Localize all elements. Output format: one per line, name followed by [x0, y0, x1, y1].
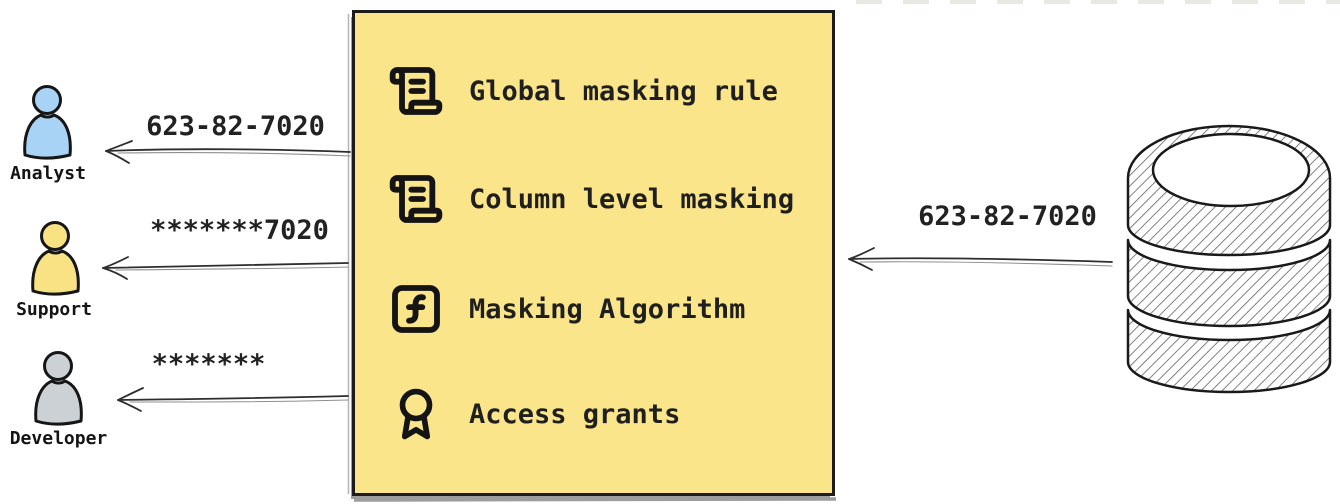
award-icon — [387, 385, 445, 443]
developer-head — [43, 351, 73, 381]
masking-rules-panel: Global masking rule Column level masking — [352, 10, 835, 496]
developer-person-icon — [34, 351, 83, 426]
function-square-icon — [387, 280, 445, 338]
box-shadow-line — [353, 497, 837, 502]
analyst-person-icon — [23, 85, 72, 160]
masking-feature-label: Access grants — [469, 398, 681, 430]
scroll-text-icon — [387, 170, 445, 228]
masking-feature-item: Access grants — [355, 386, 832, 442]
analyst-received-value: 623-82-7020 — [146, 111, 325, 142]
developer-received-value: ******* — [151, 349, 266, 380]
arrow-box-to-developer — [117, 387, 349, 412]
masking-feature-label: Column level masking — [469, 183, 795, 215]
support-received-value: *******7020 — [150, 215, 329, 246]
database-outgoing-value: 623-82-7020 — [918, 201, 1097, 232]
masking-feature-item: Global masking rule — [355, 63, 832, 119]
arrow-database-to-box — [848, 247, 1113, 271]
arrow-box-to-support — [102, 256, 349, 280]
arrow-box-to-analyst — [105, 140, 351, 164]
analyst-label: Analyst — [10, 163, 86, 184]
support-person-icon — [31, 221, 80, 296]
masking-feature-label: Global masking rule — [469, 75, 778, 107]
scroll-text-icon — [387, 62, 445, 120]
database-cylinder-icon — [1126, 124, 1332, 394]
developer-label: Developer — [9, 428, 108, 449]
masking-feature-item: Masking Algorithm — [355, 281, 832, 337]
developer-body — [34, 379, 83, 426]
masking-feature-label: Masking Algorithm — [469, 293, 746, 325]
analyst-head — [32, 85, 62, 115]
support-label: Support — [16, 299, 92, 320]
masking-feature-item: Column level masking — [355, 171, 832, 227]
support-body — [31, 249, 80, 296]
analyst-body — [23, 113, 72, 160]
support-head — [40, 221, 70, 251]
